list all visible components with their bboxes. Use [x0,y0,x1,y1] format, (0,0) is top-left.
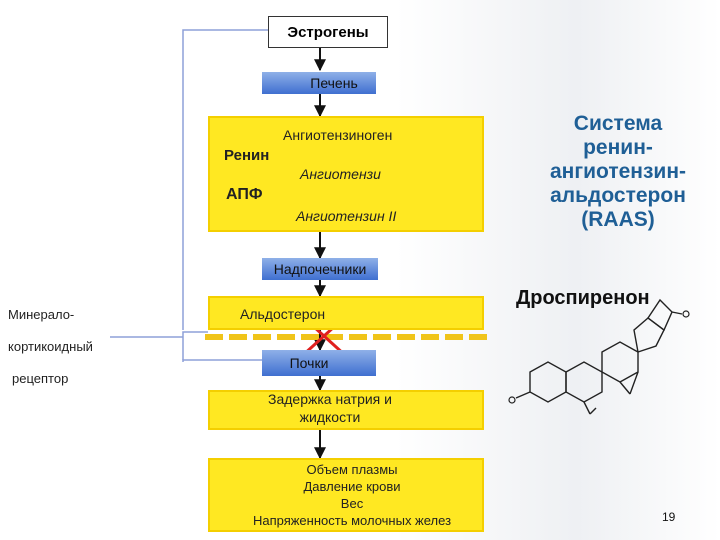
kidneys-bar: Почки [262,350,376,376]
adrenals-bar: Надпочечники [262,258,378,280]
effects-box [208,458,484,532]
effect-item: Напряженность молочных желез [252,513,452,528]
estrogens-box: Эстрогены [268,16,388,48]
angiotensinogen-label: Ангиотензиноген [283,127,393,143]
retention-text: Задержка натрия и жидкости [240,390,420,426]
angiotensin2-label: Ангиотензин II [296,208,397,224]
liver-bar: Печень [262,72,376,94]
raas-title-line4: альдостерон [550,184,686,207]
liver-label: Печень [310,75,358,91]
kidneys-label: Почки [289,355,329,371]
adrenals-label: Надпочечники [273,261,367,277]
mineral-receptor-label: Минерало- кортикоидный рецептор [8,299,93,395]
effect-item: Давление крови [303,479,401,494]
retention-line1: Задержка натрия и [268,391,392,407]
estrogens-label: Эстрогены [287,23,369,41]
retention-line2: жидкости [299,409,361,425]
feedback-line-estrogens [182,29,268,330]
apf-label: АПФ [226,186,263,203]
effects-list: Объем плазмы Давление крови Вес Напряжен… [222,461,482,529]
angiotensin1-label: Ангиотензи [300,166,381,182]
effect-item: Объем плазмы [306,462,398,477]
feedback-line-kidneys [182,331,208,360]
raas-block [208,116,484,232]
mineral-receptor-line1: Минерало- [8,307,75,322]
raas-title: Система ренин- ангиотензин- альдостерон … [528,112,708,232]
aldosterone-box [208,296,484,330]
raas-title-line5: (RAAS) [581,208,655,231]
mineral-receptor-line3: рецептор [12,371,69,386]
raas-title-line3: ангиотензин- [550,160,686,183]
retention-box [208,390,484,430]
mineral-receptor-line2: кортикоидный [8,339,93,354]
effect-item: Вес [340,496,364,511]
page-number: 19 [662,510,676,524]
drospirenone-structure [515,298,683,415]
aldosterone-label: Альдостерон [240,306,326,322]
raas-title-line1: Система [573,112,663,135]
renin-label: Ренин [224,147,270,164]
drospirenone-label: Дроспиренон [516,287,650,309]
raas-title-line2: ренин- [583,136,653,159]
